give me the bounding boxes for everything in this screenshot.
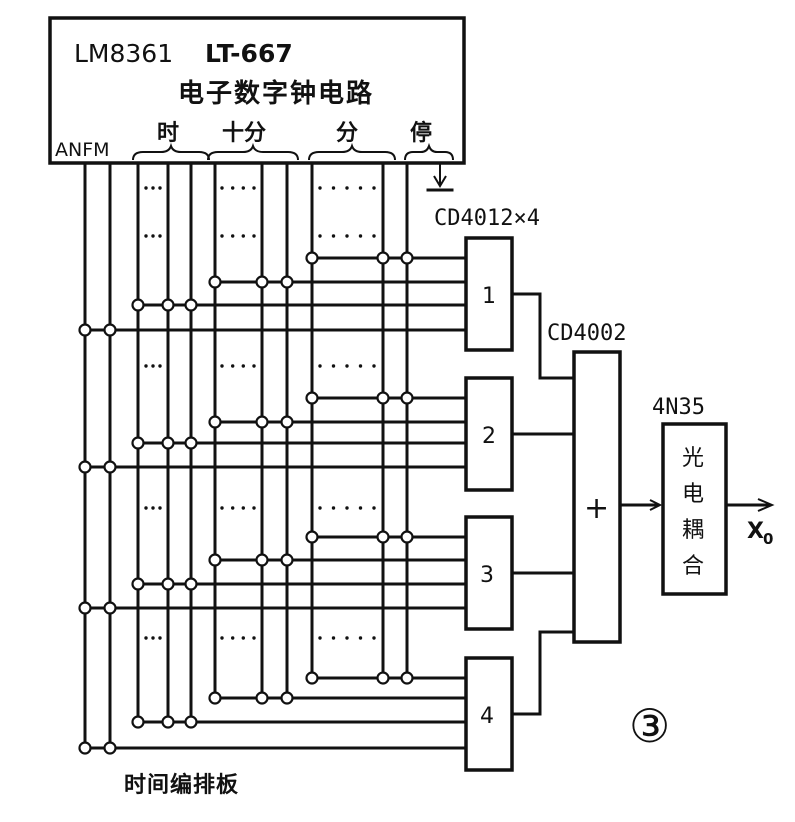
- chip-lt667-label: LT-667: [205, 39, 293, 68]
- gate-output-wires: [510, 292, 578, 716]
- figure-number: ③: [629, 699, 670, 753]
- gate-4-label: 4: [480, 704, 494, 729]
- coupler-chip-label: 4N35: [652, 395, 705, 420]
- vertical-bus: [83, 161, 409, 750]
- coupler-label-3: 耦: [682, 518, 704, 543]
- brace-hour: [132, 142, 210, 161]
- chip-lm8361-label: LM8361: [74, 39, 173, 68]
- nand-chip-label: CD4012×4: [434, 206, 540, 231]
- pin-hour-label: 时: [157, 121, 179, 146]
- gate-4: [464, 656, 514, 772]
- gate-2: [464, 376, 514, 492]
- brace-min: [308, 142, 396, 161]
- stop-ground-arrow: [433, 175, 447, 188]
- brace-tenmin: [207, 142, 299, 161]
- nor-chip-label: CD4002: [547, 321, 626, 346]
- output-label: X: [747, 519, 764, 544]
- gate-3: [464, 515, 514, 631]
- output-arrow: [757, 498, 775, 512]
- pin-anfm-label: ANFM: [55, 139, 110, 161]
- clock-circuit-title: 电子数字钟电路: [178, 78, 374, 109]
- output-subscript: 0: [763, 530, 773, 548]
- connection-nodes: [78, 251, 414, 755]
- pin-min-label: 分: [336, 121, 358, 146]
- clock-circuit-box: [48, 16, 466, 165]
- gate-2-label: 2: [482, 424, 496, 449]
- gate-3-label: 3: [480, 563, 494, 588]
- coupler-label-1: 光: [682, 446, 704, 471]
- timing-board-label: 时间编排板: [124, 772, 239, 798]
- nor-to-coupler-arrow: [649, 499, 663, 511]
- coupler-label-4: 合: [682, 554, 704, 579]
- coupler-label-2: 电: [682, 482, 704, 507]
- brace-stop: [404, 142, 454, 161]
- dot-placeholders: [144, 186, 376, 640]
- gate-1-label: 1: [482, 284, 496, 309]
- pin-stop-label: 停: [410, 120, 432, 146]
- nor-gate: [572, 350, 622, 644]
- pin-tenmin-label: 十分: [222, 121, 266, 146]
- optocoupler-box: [661, 422, 728, 596]
- nor-gate-symbol: +: [584, 491, 609, 526]
